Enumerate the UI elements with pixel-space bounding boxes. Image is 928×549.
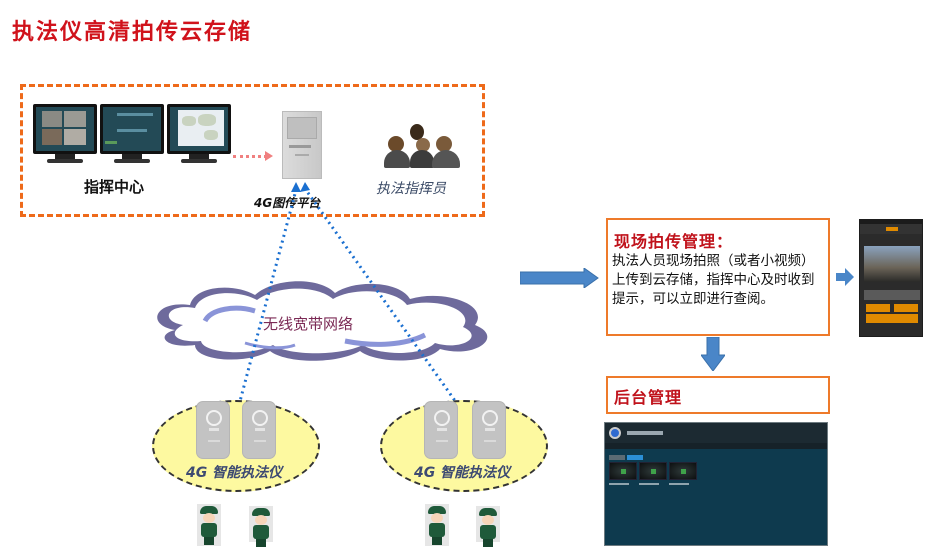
backend-panel-title: 后台管理 — [614, 388, 683, 407]
arrow-right-icon — [520, 268, 599, 288]
cloud-icon — [157, 281, 488, 361]
onsite-panel-title: 现场拍传管理： — [614, 232, 734, 251]
uplink-line-right — [304, 189, 460, 406]
server-icon — [282, 111, 322, 179]
platform-logo-icon — [609, 427, 621, 439]
backend-panel — [606, 376, 830, 414]
link-dotted-line — [233, 155, 267, 158]
monitor-control-panel — [100, 104, 164, 166]
body-camera-icon — [242, 401, 276, 459]
backend-screenshot — [604, 422, 828, 546]
monitor-map — [167, 104, 231, 166]
officer-icon — [476, 506, 500, 547]
onsite-upload-panel — [606, 218, 830, 336]
officer-icon — [425, 504, 449, 546]
arrow-down-icon — [701, 337, 725, 371]
arrow-right-icon — [836, 268, 854, 286]
monitor-video-wall — [33, 104, 97, 166]
body-camera-icon — [424, 401, 458, 459]
command-center-frame — [20, 84, 485, 217]
onsite-panel-body: 执法人员现场拍照（或者小视频）上传到云存储，指挥中心及时收到提示，可以立即进行查… — [612, 253, 815, 307]
arrow-head-icon — [265, 151, 273, 161]
officer-icon — [249, 506, 273, 547]
uplink-arrowhead-left — [291, 182, 301, 192]
officer-icon — [197, 504, 221, 546]
uplink-line-left — [237, 189, 298, 406]
device-group-label: 4G 智能执法仪 — [186, 465, 283, 481]
body-camera-icon — [196, 401, 230, 459]
uplink-arrowhead-right — [300, 182, 310, 192]
phone-app-screenshot — [859, 219, 923, 337]
platform-label: 4G图传平台 — [254, 196, 321, 210]
device-group-2 — [380, 400, 548, 492]
device-group-1 — [152, 400, 320, 492]
officers-label: 执法指挥员 — [376, 181, 446, 197]
uploaded-photo — [864, 246, 920, 282]
network-label: 无线宽带网络 — [263, 315, 354, 333]
page-title: 执法仪高清拍传云存储 — [12, 20, 253, 45]
device-group-label: 4G 智能执法仪 — [414, 465, 511, 481]
officers-icon — [384, 124, 464, 168]
body-camera-icon — [472, 401, 506, 459]
command-center-label: 指挥中心 — [84, 178, 145, 196]
